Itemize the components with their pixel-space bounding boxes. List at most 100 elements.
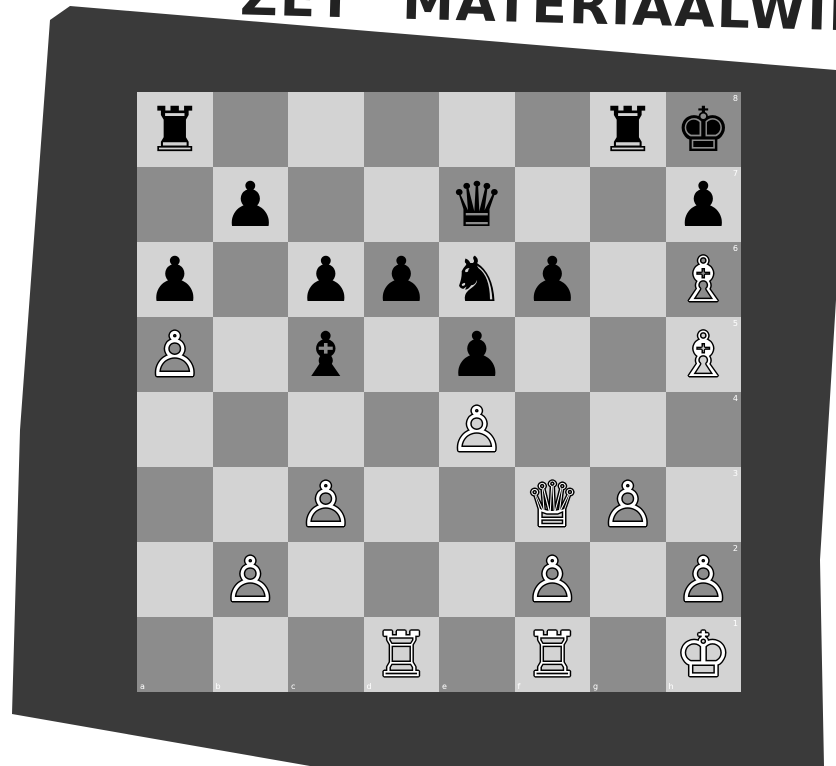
square-h3[interactable]: 3 [666, 467, 742, 542]
square-d2[interactable] [364, 542, 440, 617]
square-h4[interactable]: 4 [666, 392, 742, 467]
white-pawn-icon[interactable]: ♙ [449, 399, 505, 461]
square-h2[interactable]: ♙2 [666, 542, 742, 617]
square-g1[interactable]: g [590, 617, 666, 692]
square-c5[interactable]: ♝ [288, 317, 364, 392]
square-g8[interactable]: ♜ [590, 92, 666, 167]
square-a1[interactable]: a [137, 617, 213, 692]
square-d6[interactable]: ♟ [364, 242, 440, 317]
square-e7[interactable]: ♛ [439, 167, 515, 242]
square-a2[interactable] [137, 542, 213, 617]
black-pawn-icon[interactable]: ♟ [222, 174, 278, 236]
square-g2[interactable] [590, 542, 666, 617]
square-b1[interactable]: b [213, 617, 289, 692]
square-g4[interactable] [590, 392, 666, 467]
square-b4[interactable] [213, 392, 289, 467]
black-knight-icon[interactable]: ♞ [449, 249, 505, 311]
square-g6[interactable] [590, 242, 666, 317]
square-h8[interactable]: ♚8 [666, 92, 742, 167]
square-e5[interactable]: ♟ [439, 317, 515, 392]
black-rook-icon[interactable]: ♜ [147, 99, 203, 161]
square-e3[interactable] [439, 467, 515, 542]
square-g7[interactable] [590, 167, 666, 242]
square-c2[interactable] [288, 542, 364, 617]
black-rook-icon[interactable]: ♜ [600, 99, 656, 161]
square-c1[interactable]: c [288, 617, 364, 692]
white-pawn-icon[interactable]: ♙ [298, 474, 354, 536]
file-label: e [442, 682, 447, 691]
square-e8[interactable] [439, 92, 515, 167]
square-g5[interactable] [590, 317, 666, 392]
square-f5[interactable] [515, 317, 591, 392]
black-pawn-icon[interactable]: ♟ [524, 249, 580, 311]
white-pawn-icon[interactable]: ♙ [147, 324, 203, 386]
white-rook-icon[interactable]: ♖ [373, 624, 429, 686]
white-queen-icon[interactable]: ♕ [524, 474, 580, 536]
file-label: a [140, 682, 145, 691]
black-pawn-icon[interactable]: ♟ [675, 174, 731, 236]
square-b7[interactable]: ♟ [213, 167, 289, 242]
square-h5[interactable]: ♗5 [666, 317, 742, 392]
black-pawn-icon[interactable]: ♟ [147, 249, 203, 311]
square-h6[interactable]: ♗6 [666, 242, 742, 317]
square-f2[interactable]: ♙ [515, 542, 591, 617]
square-d5[interactable] [364, 317, 440, 392]
black-queen-icon[interactable]: ♛ [449, 174, 505, 236]
square-c8[interactable] [288, 92, 364, 167]
square-e1[interactable]: e [439, 617, 515, 692]
square-b2[interactable]: ♙ [213, 542, 289, 617]
square-c3[interactable]: ♙ [288, 467, 364, 542]
square-f8[interactable] [515, 92, 591, 167]
black-pawn-icon[interactable]: ♟ [298, 249, 354, 311]
square-f3[interactable]: ♕ [515, 467, 591, 542]
white-pawn-icon[interactable]: ♙ [600, 474, 656, 536]
square-d7[interactable] [364, 167, 440, 242]
black-pawn-icon[interactable]: ♟ [373, 249, 429, 311]
square-c7[interactable] [288, 167, 364, 242]
square-b5[interactable] [213, 317, 289, 392]
rank-label: 6 [733, 244, 738, 253]
square-b3[interactable] [213, 467, 289, 542]
square-d4[interactable] [364, 392, 440, 467]
square-e6[interactable]: ♞ [439, 242, 515, 317]
square-a5[interactable]: ♙ [137, 317, 213, 392]
square-f1[interactable]: ♖f [515, 617, 591, 692]
square-g3[interactable]: ♙ [590, 467, 666, 542]
file-label: c [291, 682, 295, 691]
square-e4[interactable]: ♙ [439, 392, 515, 467]
white-bishop-icon[interactable]: ♗ [675, 324, 731, 386]
square-d8[interactable] [364, 92, 440, 167]
square-a7[interactable] [137, 167, 213, 242]
black-king-icon[interactable]: ♚ [675, 99, 731, 161]
rank-label: 5 [733, 319, 738, 328]
square-a4[interactable] [137, 392, 213, 467]
square-a6[interactable]: ♟ [137, 242, 213, 317]
square-b6[interactable] [213, 242, 289, 317]
file-label: d [367, 682, 372, 691]
file-label: g [593, 682, 598, 691]
square-f7[interactable] [515, 167, 591, 242]
white-pawn-icon[interactable]: ♙ [222, 549, 278, 611]
square-d1[interactable]: ♖d [364, 617, 440, 692]
file-label: h [669, 682, 674, 691]
black-pawn-icon[interactable]: ♟ [449, 324, 505, 386]
square-f4[interactable] [515, 392, 591, 467]
white-pawn-icon[interactable]: ♙ [524, 549, 580, 611]
white-pawn-icon[interactable]: ♙ [675, 549, 731, 611]
square-e2[interactable] [439, 542, 515, 617]
square-d3[interactable] [364, 467, 440, 542]
square-b8[interactable] [213, 92, 289, 167]
white-rook-icon[interactable]: ♖ [524, 624, 580, 686]
black-bishop-icon[interactable]: ♝ [298, 324, 354, 386]
rank-label: 2 [733, 544, 738, 553]
square-f6[interactable]: ♟ [515, 242, 591, 317]
square-a3[interactable] [137, 467, 213, 542]
square-a8[interactable]: ♜ [137, 92, 213, 167]
square-h7[interactable]: ♟7 [666, 167, 742, 242]
white-bishop-icon[interactable]: ♗ [675, 249, 731, 311]
square-c6[interactable]: ♟ [288, 242, 364, 317]
square-c4[interactable] [288, 392, 364, 467]
white-king-icon[interactable]: ♔ [675, 624, 731, 686]
